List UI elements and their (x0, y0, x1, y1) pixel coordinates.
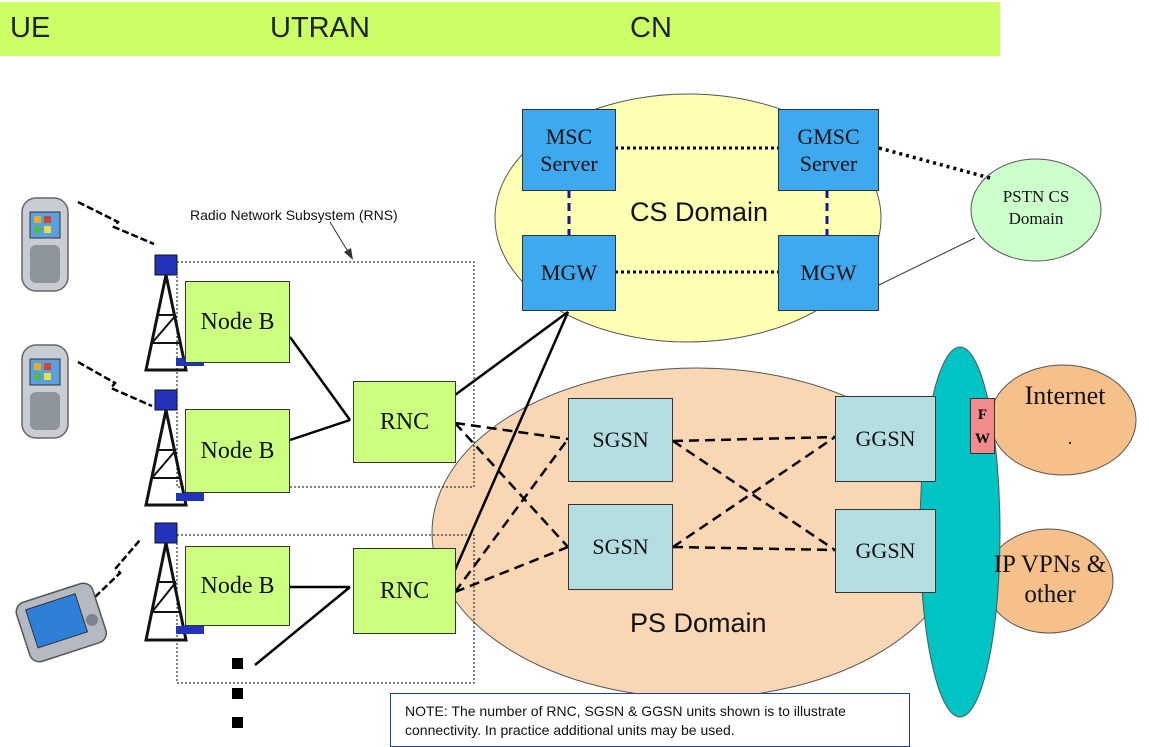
utran-links (254, 310, 570, 666)
ps-domain-label: PS Domain (630, 608, 767, 638)
mobile-phone-icon (21, 197, 69, 292)
header-cn-label: CN (630, 12, 672, 44)
node-b-3-box: Node B (185, 546, 290, 626)
header-band (0, 2, 1000, 56)
sgsn-top-box: SGSN (568, 398, 673, 482)
gmsc-server-box: GMSC Server (778, 109, 879, 191)
ps-links (453, 421, 836, 594)
internet-label: Internet (1024, 381, 1106, 410)
sgsn-bottom-box: SGSN (568, 504, 673, 590)
ggsn-bottom-box: GGSN (835, 509, 936, 593)
header-ue-label: UE (10, 12, 51, 44)
pstn-label: PSTN CS Domain (1002, 187, 1070, 229)
msc-server-box: MSC Server (522, 109, 616, 191)
tower-icon (144, 522, 204, 642)
lightning-bolts (77, 200, 155, 598)
tower-icon (144, 389, 204, 507)
mobile-phone-icon (21, 344, 69, 439)
ggsn-top-box: GGSN (835, 396, 936, 482)
rns-box-bottom (176, 534, 475, 684)
pstn-ellipse (970, 158, 1102, 262)
cs-domain-label: CS Domain (630, 197, 769, 227)
rns-pointer-arrowhead (344, 248, 353, 260)
note-box: NOTE: The number of RNC, SGSN & GGSN uni… (390, 693, 910, 747)
rnc-bottom-box: RNC (353, 548, 456, 634)
ip-vpns-label: IP VPNs & other (993, 551, 1107, 608)
more-units-dot (232, 688, 243, 699)
firewall-box: F W (970, 398, 995, 454)
rns-pointer-line (329, 221, 351, 256)
more-units-dot (232, 658, 243, 669)
node-b-1-box: Node B (185, 281, 290, 363)
node-b-2-box: Node B (185, 409, 290, 493)
mgw-right-box: MGW (778, 235, 879, 311)
more-units-dot (232, 717, 243, 728)
rns-label: Radio Network Subsystem (RNS) (190, 207, 398, 223)
header-utran-label: UTRAN (270, 12, 370, 44)
mgw-left-box: MGW (522, 235, 616, 311)
internet-dot: . (1067, 428, 1073, 448)
gmsc-pstn-link (878, 146, 991, 180)
rns-box-top (176, 261, 475, 488)
mgw-pstn-link (878, 237, 976, 286)
cs-vertical-links (567, 190, 829, 235)
rnc-top-box: RNC (353, 381, 456, 463)
pda-device-icon (15, 582, 108, 663)
